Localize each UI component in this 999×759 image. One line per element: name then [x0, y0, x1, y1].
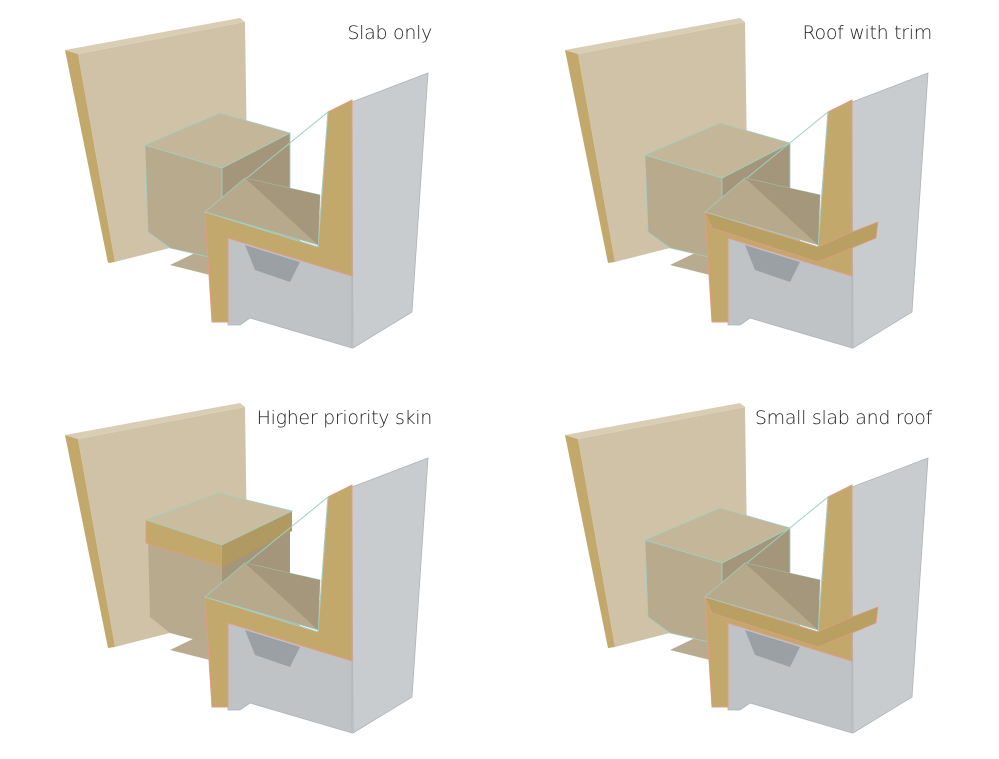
roof-trim	[704, 211, 879, 263]
back-wall-edge	[65, 435, 115, 648]
concrete-tall-face	[351, 457, 429, 734]
slab-top	[143, 112, 292, 169]
panel-label: Higher priority skin	[256, 407, 433, 429]
panel-label: Small slab and roof	[754, 407, 932, 429]
concrete-tall-face	[851, 72, 929, 349]
panel-roof-with-trim: Roof with trim	[500, 0, 999, 374]
roof-top-shade	[745, 563, 820, 630]
soffit-shadow	[745, 245, 800, 282]
back-wall-edge	[65, 50, 115, 263]
membrane-line	[203, 495, 329, 633]
roof-top-shade	[245, 563, 320, 630]
soffit-shadow	[245, 630, 300, 667]
back-wall-edge	[565, 50, 615, 263]
render-slab-only	[65, 18, 429, 349]
render-small-slab-and-roof	[565, 403, 929, 734]
panel-higher-priority-skin: Higher priority skin	[0, 385, 499, 759]
back-wall-top	[565, 403, 745, 439]
slab-top	[144, 492, 294, 546]
panel-small-slab-and-roof: Small slab and roof	[500, 385, 999, 759]
soffit-shadow	[245, 245, 300, 282]
membrane-line	[203, 110, 329, 248]
panel-slab-only: Slab only	[0, 0, 499, 374]
back-wall-top	[565, 18, 745, 54]
roof-top-shade	[245, 178, 320, 245]
back-wall-top	[65, 18, 245, 54]
slab-front	[148, 537, 222, 647]
slab-skin-band-side	[222, 511, 292, 567]
back-wall-top	[65, 403, 245, 439]
roof-top-shade	[745, 178, 820, 245]
concrete-tall-face	[851, 457, 929, 734]
render-higher-priority-skin	[65, 403, 429, 734]
panel-label: Slab only	[347, 22, 432, 44]
render-roof-with-trim	[565, 18, 929, 349]
panel-label: Roof with trim	[802, 22, 932, 44]
roof-trim	[704, 596, 879, 648]
concrete-tall-face	[351, 72, 429, 349]
back-wall-edge	[565, 435, 615, 648]
soffit-shadow	[745, 630, 800, 667]
